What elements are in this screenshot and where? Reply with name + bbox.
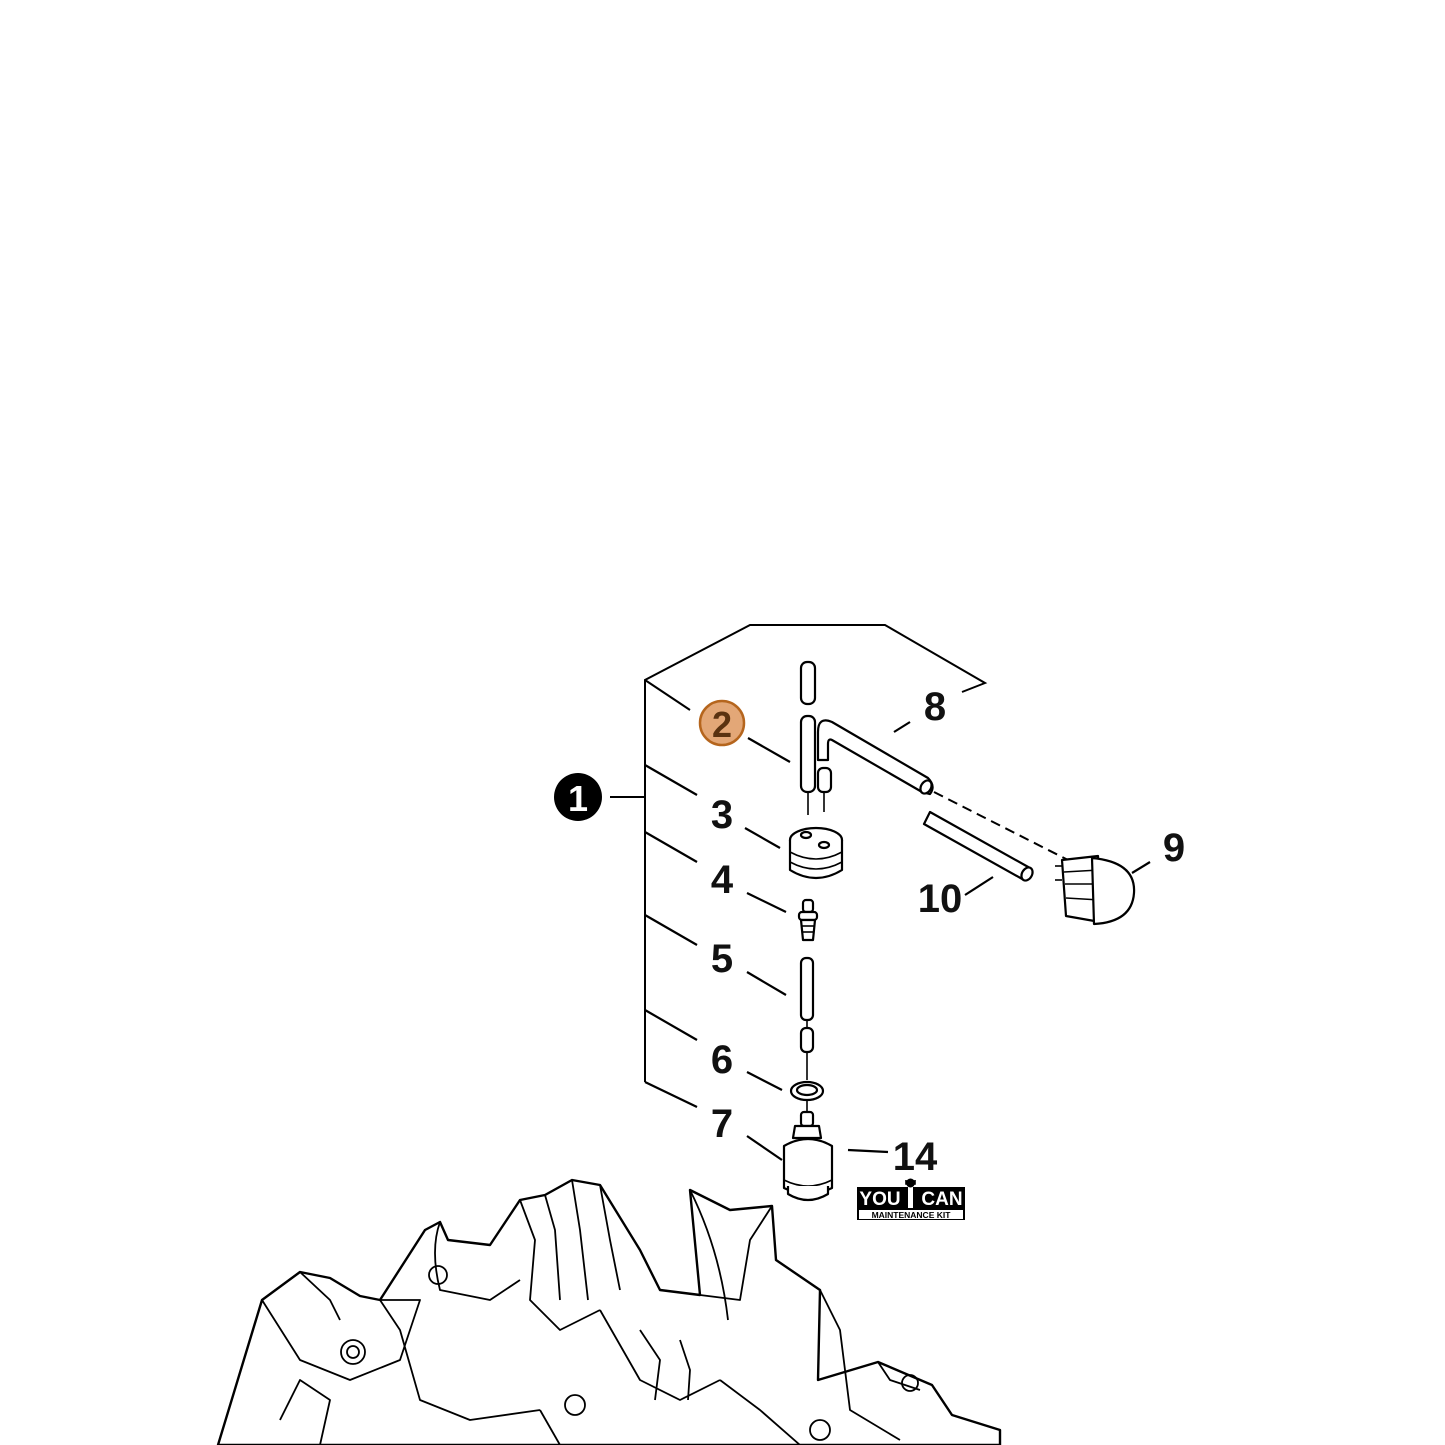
part-4-valve (797, 898, 819, 942)
logo-subtitle: MAINTENANCE KIT (872, 1210, 952, 1220)
assembly-frame (610, 624, 988, 1082)
callout-3[interactable]: 3 (711, 793, 733, 837)
frame-leaders (644, 764, 698, 1108)
housing-tank (216, 1178, 1002, 1445)
part-leaders (744, 721, 1151, 1161)
callout-6[interactable]: 6 (711, 1038, 733, 1082)
callout-4[interactable]: 4 (711, 858, 734, 902)
callout-2-label: 2 (712, 704, 732, 745)
part-5-suction-hose (799, 956, 815, 1080)
callout-2-highlight (698, 699, 746, 747)
part-10-hose (922, 810, 1034, 882)
callout-2[interactable]: 2 (698, 699, 746, 747)
callout-14[interactable]: 14 (893, 1135, 938, 1179)
part-2-fuel-hose (799, 660, 833, 815)
part-3-grommet (788, 826, 844, 880)
you-can-logo: YOU CAN MAINTENANCE KIT (857, 1178, 965, 1220)
logo-word-left: YOU (859, 1189, 900, 1210)
part-8-bent-hose (816, 719, 934, 796)
part-9-primer-bulb (1055, 854, 1136, 926)
callout-10[interactable]: 10 (918, 877, 963, 921)
callout-1[interactable]: 1 (554, 773, 602, 821)
callout-8[interactable]: 8 (924, 685, 946, 729)
callout-1-label: 1 (568, 778, 588, 819)
callout-5[interactable]: 5 (711, 937, 733, 981)
part-7-fuel-filter (782, 1110, 834, 1202)
logo-word-right: CAN (921, 1189, 962, 1210)
callout-7[interactable]: 7 (711, 1102, 733, 1146)
wrench-icon (905, 1178, 916, 1208)
part-6-o-ring (789, 1080, 825, 1112)
connection-dash (933, 791, 1069, 861)
callout-9[interactable]: 9 (1163, 826, 1185, 870)
